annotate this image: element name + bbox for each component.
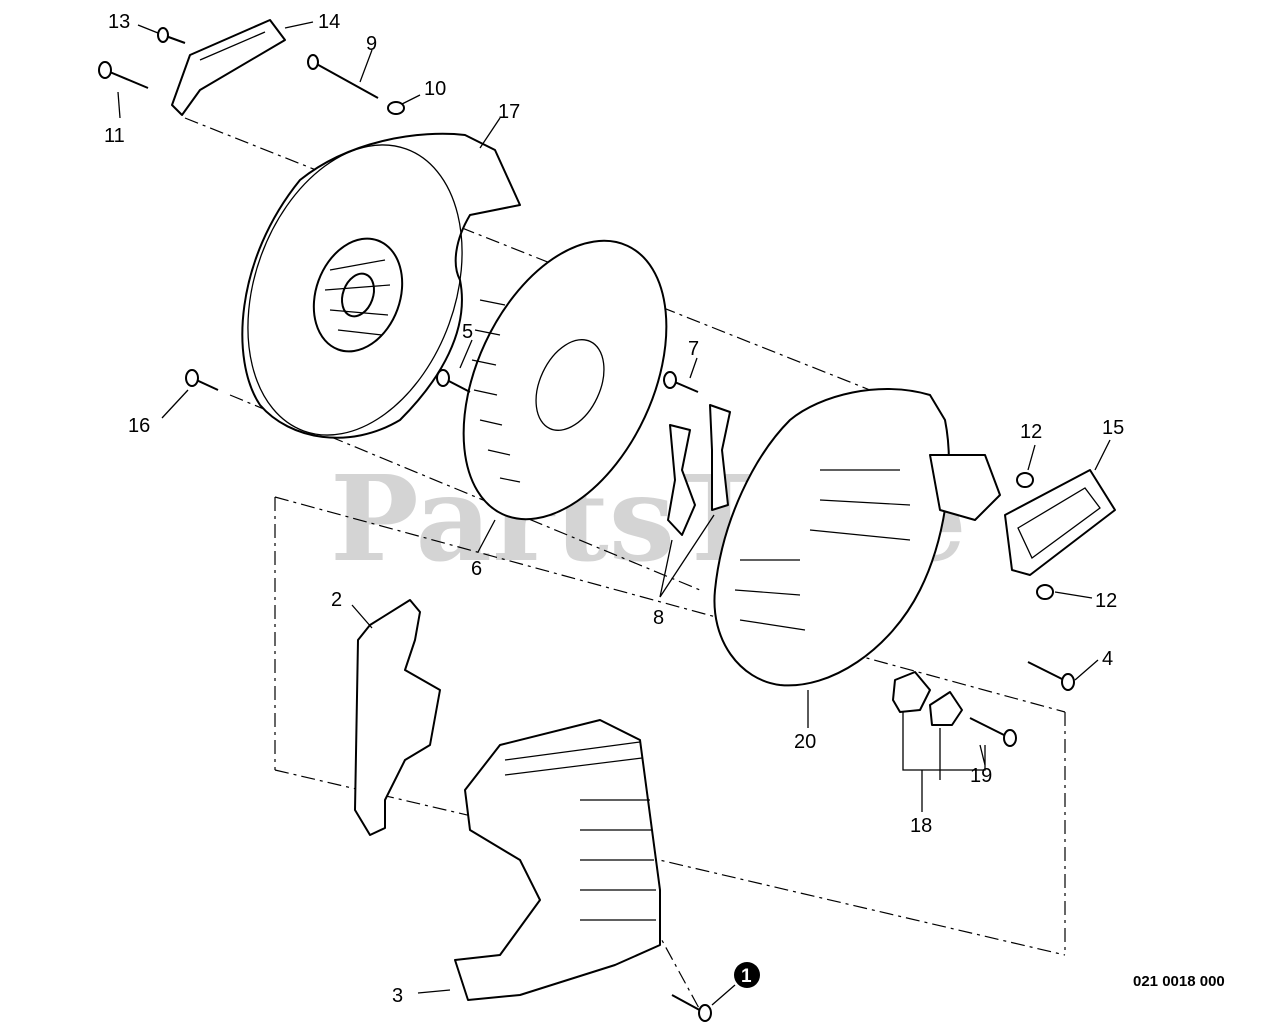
callout-20: 20 <box>794 731 816 753</box>
callout-11: 11 <box>104 125 125 147</box>
callout-18: 18 <box>910 815 932 837</box>
callout-2: 2 <box>331 589 342 611</box>
shield-plate <box>354 599 441 836</box>
callout-3: 3 <box>392 985 403 1007</box>
clamps <box>892 671 963 726</box>
callout-6: 6 <box>471 558 482 580</box>
callout-16: 16 <box>128 415 150 437</box>
callout-13: 13 <box>108 11 130 33</box>
top-bracket <box>171 19 286 116</box>
callout-5: 5 <box>462 321 473 343</box>
callout-8: 8 <box>653 607 664 629</box>
callout-14: 14 <box>318 11 340 33</box>
drawing-code: 021 0018 000 <box>1133 973 1225 990</box>
callout-labels: 13 14 9 10 11 17 5 16 7 6 12 15 12 8 4 2… <box>104 11 1124 1007</box>
callout-7: 7 <box>688 338 699 360</box>
engine-cover <box>454 719 661 1001</box>
callout-12-top: 12 <box>1020 421 1042 443</box>
link-plates <box>667 404 731 536</box>
callout-19: 19 <box>970 765 992 787</box>
callout-1: 1 <box>741 966 752 987</box>
impeller-fan <box>462 239 668 521</box>
callout-12-bottom: 12 <box>1095 590 1117 612</box>
callout-4: 4 <box>1102 648 1113 670</box>
callout-17: 17 <box>498 101 520 123</box>
handle-bracket <box>1004 469 1116 576</box>
leader-lines <box>117 21 1111 1006</box>
callout-1-badge: 1 <box>734 962 760 988</box>
assembly-lines <box>184 117 1066 1011</box>
callout-15: 15 <box>1102 417 1124 439</box>
callout-10: 10 <box>424 78 446 100</box>
callout-9: 9 <box>366 33 377 55</box>
fan-case-rear <box>241 132 521 439</box>
hardware <box>98 27 1075 1022</box>
fan-case-front <box>713 388 1001 687</box>
